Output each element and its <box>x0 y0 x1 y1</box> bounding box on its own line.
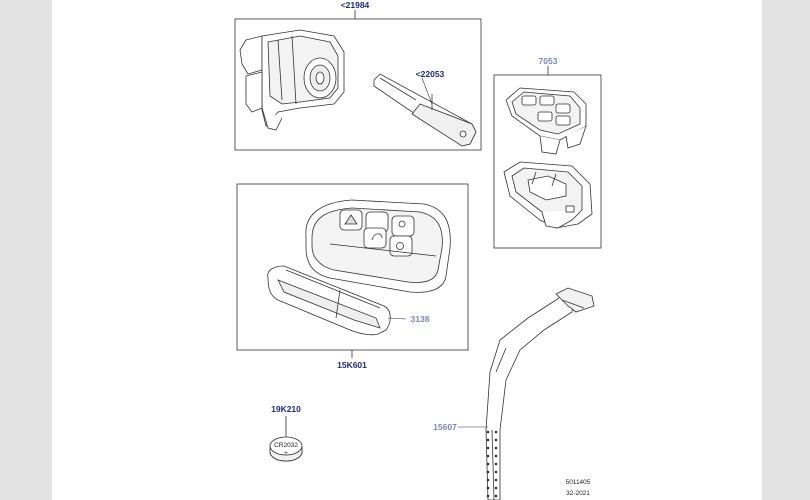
label-remote-case[interactable]: 3138 <box>411 314 430 324</box>
label-key-blade[interactable]: <22053 <box>416 69 445 79</box>
battery-model-label: CR2032 <box>274 442 298 449</box>
remote-fob <box>305 199 451 293</box>
remote-group-frame <box>236 183 469 351</box>
case-bottom <box>503 161 593 229</box>
footer-reference: 5011405 <box>566 479 591 486</box>
label-remote-group[interactable]: 15K601 <box>337 360 367 370</box>
label-battery[interactable]: 19K210 <box>271 404 301 414</box>
key-case-frame <box>493 74 602 249</box>
battery <box>269 416 303 462</box>
lock-group <box>234 10 482 151</box>
lanyard-strap <box>485 287 595 500</box>
key-case-group <box>493 66 602 249</box>
case-top <box>505 87 587 155</box>
label-lock-group[interactable]: <21984 <box>341 0 370 10</box>
lock-group-frame <box>234 18 482 151</box>
label-strap[interactable]: 15607 <box>433 422 457 432</box>
leader-lines <box>387 77 488 428</box>
footer-code: 32-2021 <box>566 490 590 497</box>
lock-cylinder <box>239 29 345 131</box>
key-blade <box>373 73 477 147</box>
label-key-case[interactable]: 7053 <box>539 56 558 66</box>
battery-plus-sign: + <box>284 450 288 457</box>
remote-blade <box>267 265 391 336</box>
remote-group <box>236 183 469 358</box>
strap-holes <box>486 430 498 498</box>
